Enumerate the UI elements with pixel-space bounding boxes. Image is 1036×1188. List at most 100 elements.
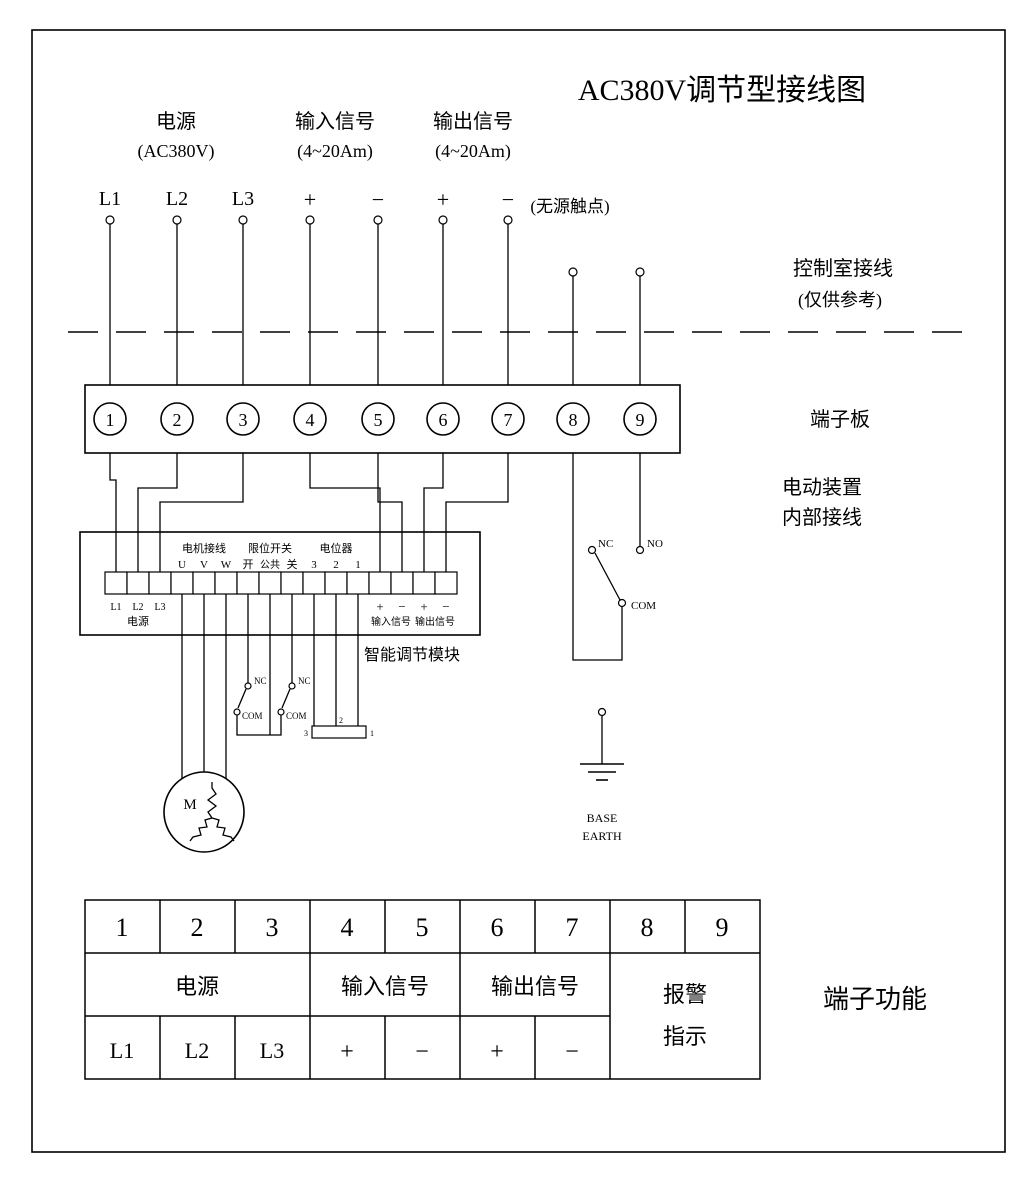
terminal-board-note: 端子板 — [810, 408, 870, 431]
top-terminal-label: L1 — [99, 188, 121, 210]
page-border — [31, 29, 1006, 1153]
strip-terminal — [390, 571, 414, 595]
table-number: 6 — [491, 913, 504, 942]
module-group-limit-label: 限位开关 — [248, 541, 292, 555]
table-number: 1 — [116, 913, 129, 942]
strip-terminal — [104, 571, 128, 595]
top-terminal-label: L3 — [232, 188, 254, 210]
terminal-function-table: 1 2 3 4 5 6 7 8 9 电源 输入信号 输出信号 报警 指示 L1 … — [84, 899, 761, 1080]
module-pin-label: 3 — [311, 559, 317, 571]
table-pin: − — [415, 1039, 429, 1065]
table-outline — [84, 899, 761, 1080]
module-group-pot-label: 电位器 — [320, 541, 353, 555]
motor-circle — [163, 771, 245, 853]
power-label: 电源 — [156, 110, 196, 133]
module-pin-label: + — [420, 599, 427, 614]
motor-winding — [211, 817, 235, 842]
limit-switch-com-label: COM — [242, 711, 263, 721]
terminal-point — [105, 215, 115, 225]
strip-terminal — [148, 571, 172, 595]
output-signal-sub-label: (4~20Am) — [435, 141, 511, 162]
terminal-point — [568, 267, 578, 277]
terminal-point — [635, 267, 645, 277]
relay-no-contact — [635, 545, 645, 555]
motor-winding — [189, 817, 213, 842]
top-terminal-label: − — [502, 187, 514, 212]
table-number: 3 — [266, 913, 279, 942]
table-number: 9 — [716, 913, 729, 942]
module-pin-label: L2 — [132, 602, 143, 613]
module-pin-label: V — [200, 559, 208, 571]
pot-pin-label: 2 — [339, 716, 343, 725]
wire — [309, 453, 381, 572]
board-to-module-wires — [109, 453, 509, 572]
motor-winding — [206, 782, 218, 819]
terminal-point — [503, 215, 513, 225]
table-number: 4 — [341, 913, 354, 942]
wire — [572, 453, 623, 661]
ground-label-base: BASE — [587, 811, 618, 825]
terminal-circle — [623, 402, 657, 436]
switch-contact — [288, 682, 296, 690]
table-pin: L2 — [185, 1038, 209, 1063]
terminal-function-note: 端子功能 — [823, 985, 927, 1014]
terminal-circle — [226, 402, 260, 436]
module-pin-label: + — [376, 599, 383, 614]
strip-terminal — [346, 571, 370, 595]
top-terminal-label: + — [304, 187, 316, 212]
motor-label: M — [183, 797, 196, 813]
module-output-label: 输出信号 — [415, 615, 455, 628]
strip-terminal — [170, 571, 194, 595]
wire — [159, 453, 244, 572]
strip-terminal — [412, 571, 436, 595]
input-signal-sub-label: (4~20Am) — [297, 141, 373, 162]
table-power-cell: 电源 — [175, 974, 219, 999]
switch-contact — [277, 708, 285, 716]
table-input-cell: 输入信号 — [341, 974, 429, 999]
output-signal-label: 输出信号 — [433, 110, 513, 133]
top-terminal-label: L2 — [166, 188, 188, 210]
wire — [377, 453, 403, 572]
relay-nc-label: NC — [598, 538, 613, 550]
module-pin-label: U — [178, 559, 186, 571]
module-pin-label: − — [398, 599, 405, 614]
table-pin: − — [565, 1039, 579, 1065]
terminal-point — [305, 215, 315, 225]
table-number: 5 — [416, 913, 429, 942]
terminal-point — [373, 215, 383, 225]
terminal-number: 9 — [636, 410, 645, 430]
limit-switch-nc-label: NC — [298, 676, 311, 686]
top-header-labels: 电源 (AC380V) 输入信号 (4~20Am) 输出信号 (4~20Am) … — [138, 110, 610, 216]
table-output-cell: 输出信号 — [491, 974, 579, 999]
terminal-number: 4 — [306, 410, 315, 430]
terminal-number: 5 — [374, 410, 383, 430]
ground-section: BASE EARTH — [580, 707, 624, 843]
internal-wiring-note-2: 内部接线 — [782, 506, 862, 529]
top-terminal-points — [105, 215, 645, 277]
terminal-board: 1 2 3 4 5 6 7 8 9 — [84, 384, 681, 454]
relay-section: NC NO COM — [572, 453, 663, 661]
terminal-circle — [160, 402, 194, 436]
module-pin-label: W — [221, 559, 232, 571]
module-pin-label: 公共 — [260, 559, 280, 571]
terminal-number: 7 — [504, 410, 513, 430]
module-pin-label: − — [442, 599, 449, 614]
switch-contact — [244, 682, 252, 690]
terminal-point — [438, 215, 448, 225]
relay-com-label: COM — [631, 600, 656, 612]
control-room-note-2: (仅供参考) — [798, 290, 882, 311]
switch-contact — [233, 708, 241, 716]
relay-nc-contact — [587, 545, 597, 555]
strip-terminal — [258, 571, 282, 595]
dry-contact-label: (无源触点) — [530, 197, 609, 216]
potentiometer-section: 3 2 1 — [304, 594, 374, 739]
internal-wiring-note: 电动装置 — [782, 476, 862, 499]
power-sub-label: (AC380V) — [138, 141, 215, 162]
module-group-motor-label: 电机接线 — [182, 541, 226, 555]
terminal-circle — [426, 402, 460, 436]
potentiometer-body — [311, 725, 367, 739]
terminal-number: 1 — [106, 410, 115, 430]
limit-switch-section: NC COM NC COM — [233, 594, 311, 736]
relay-com-contact — [617, 598, 627, 608]
